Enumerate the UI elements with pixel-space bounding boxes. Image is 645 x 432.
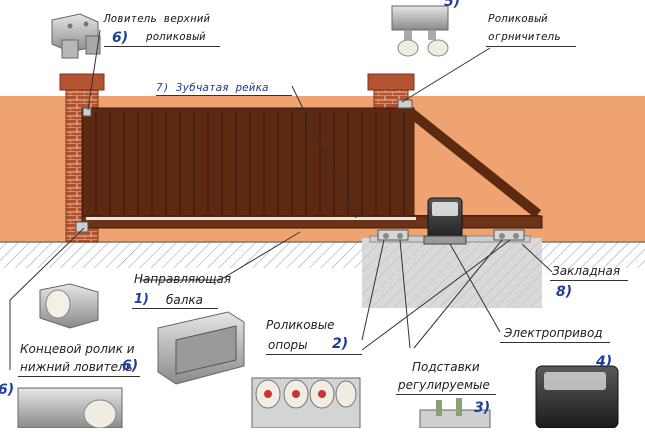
right-pillar-cap [367,73,415,91]
embedded-label: Закладная [552,264,621,278]
roller-limiter-small [397,99,413,109]
end-roller-label-1: Концевой ролик и [20,342,135,356]
guide-number: 1) [134,292,149,307]
roller-supports-label-2: опоры [268,338,308,352]
carriage-left [377,229,409,241]
stands-number: 3) [474,400,491,416]
ground [0,242,645,268]
roller-limiter-label-1: Роликовый [488,12,548,25]
bottom-left-part [17,387,123,429]
guide-label-1: Направляющая [134,272,232,286]
drive-unit [423,197,467,245]
roller-supports-part [251,377,361,429]
stands-label-1: Подставки [412,360,480,374]
left-pillar-cap [59,73,105,91]
stands-label-2: регулируемые [398,378,490,392]
upper-catcher-label-2: роликовый [146,30,206,43]
end-roller [75,221,89,233]
embedded-number: 8) [556,284,573,300]
leader-lines [9,29,553,370]
end-roller-part [39,283,99,329]
upper-catcher-small [82,107,92,117]
upper-catcher-label-1: Ловитель верхний [104,12,210,25]
roller-supports-number: 2) [332,336,349,352]
roller-limiter-part [391,5,449,57]
bottom-left-number: 6) [0,382,15,398]
gear-rack [86,217,416,220]
drive-part [535,365,619,429]
end-roller-label-2: нижний ловитель [20,360,133,374]
roller-limiter-number: 5) [444,0,461,10]
drive-number: 4) [596,354,613,370]
roller-limiter-label-2: огрничитель [488,30,561,43]
end-roller-number: 6) [122,358,139,374]
drive-label: Электропривод [504,326,603,340]
guide-label-2: балка [166,293,204,307]
gate-leaf [81,107,415,225]
rack-label: 7) Зубчатая рейка [156,81,269,94]
upper-catcher-part [51,13,101,59]
guide-beam-part [157,311,245,385]
roller-supports-label-1: Роликовые [266,318,335,332]
carriage-right [493,229,525,241]
upper-catcher-number: 6) [112,30,129,46]
